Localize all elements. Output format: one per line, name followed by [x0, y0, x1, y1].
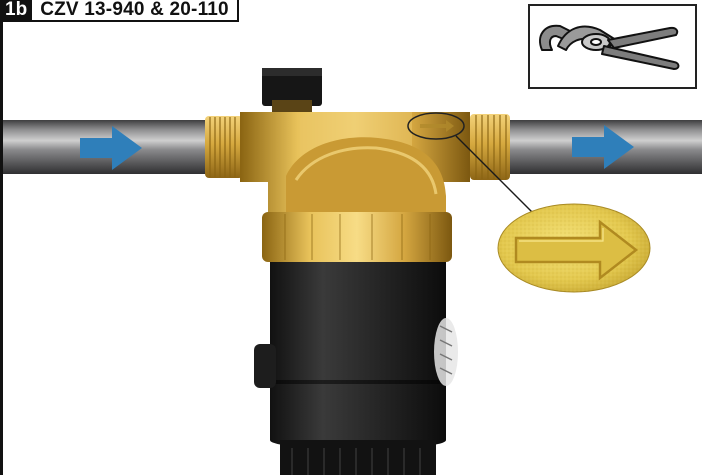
outlet-flow-arrow-icon	[572, 125, 634, 169]
isolation-valve-knob	[262, 68, 322, 118]
flow-direction-detail	[497, 203, 651, 293]
inlet-thread	[205, 116, 243, 178]
rotation-label	[434, 318, 458, 386]
frame-border	[0, 22, 3, 475]
tool-required-box	[528, 4, 697, 89]
page-title: CZV 13-940 & 20-110	[40, 0, 229, 20]
embossed-arrow-icon	[514, 219, 639, 281]
pliers-icon	[539, 24, 680, 70]
detail-leader-line	[455, 135, 535, 215]
brass-housing	[240, 112, 470, 212]
union-nut	[262, 212, 452, 262]
pump-motor	[254, 262, 458, 475]
step-header: 1b CZV 13-940 & 20-110	[0, 0, 239, 22]
inlet-flow-arrow-icon	[80, 126, 142, 170]
step-number: 1b	[0, 0, 33, 20]
